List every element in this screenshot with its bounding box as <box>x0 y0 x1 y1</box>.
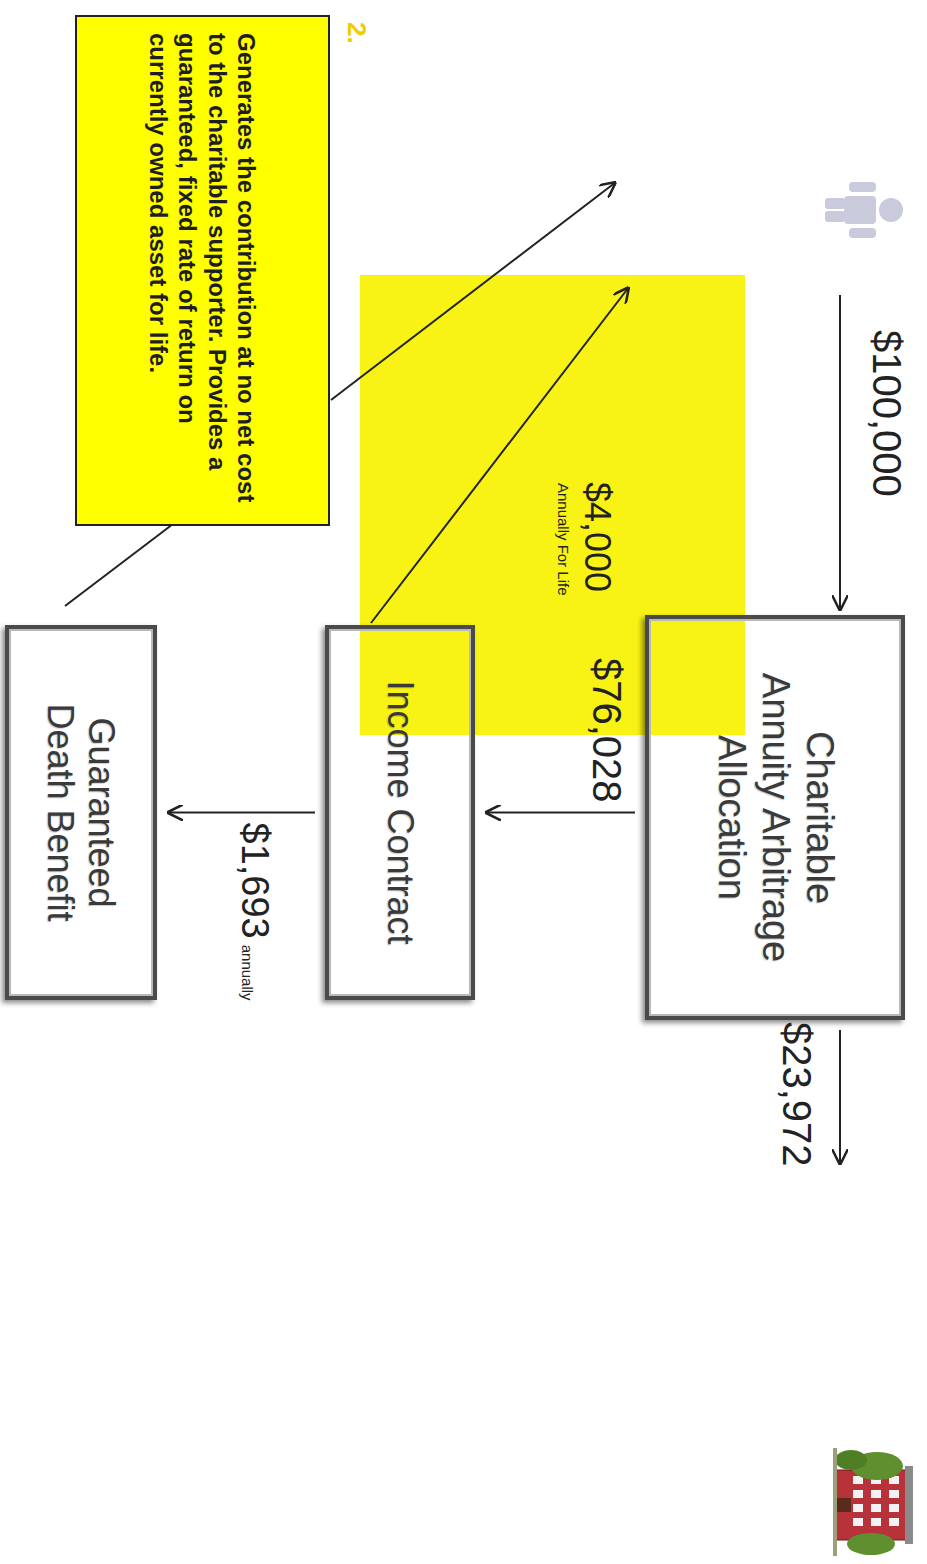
process-box: Income Contract <box>325 625 475 1000</box>
building-roof <box>905 1466 913 1544</box>
tree <box>835 1450 867 1470</box>
callout-box: Generates the contribution at no net cos… <box>75 15 330 526</box>
process-box: Charitable Annuity Arbitrage Allocation <box>645 615 905 1020</box>
flow-connector <box>485 812 635 814</box>
person-arm <box>849 228 876 238</box>
building-windows <box>853 1476 899 1526</box>
person-leg <box>825 211 845 222</box>
callout-number: 2. <box>342 22 371 44</box>
amount-label: $1,693 <box>233 823 275 939</box>
building-wall <box>835 1470 907 1540</box>
window <box>853 1490 863 1498</box>
amount-label: $23,972 <box>775 1022 819 1167</box>
building-icon <box>833 1448 913 1556</box>
ground <box>833 1448 837 1556</box>
note-label: annually <box>238 945 255 1001</box>
person-head <box>879 198 903 222</box>
amount-label: $76,028 <box>585 658 629 803</box>
income-arrow <box>371 287 629 623</box>
callout-text: Generates the contribution at no net cos… <box>144 33 261 508</box>
person-arm <box>849 182 876 192</box>
window <box>853 1504 863 1512</box>
note-label: Annually For Life <box>555 483 572 596</box>
process-box: Guaranteed Death Benefit <box>5 625 157 1000</box>
box-label: Guaranteed Death Benefit <box>40 687 123 939</box>
box-label: Charitable Annuity Arbitrage Allocation <box>709 667 840 967</box>
person-body <box>844 196 876 224</box>
amount-label: $100,000 <box>865 330 909 497</box>
tree <box>847 1533 895 1555</box>
box-label: Income Contract <box>379 680 420 944</box>
person-icon <box>825 182 903 238</box>
highlight-band <box>360 275 745 735</box>
amount-label: $4,000 <box>577 482 617 592</box>
flow-arrow <box>839 1030 841 1165</box>
window <box>871 1490 881 1498</box>
flow-arrow <box>839 295 841 611</box>
window <box>889 1504 899 1512</box>
window <box>889 1518 899 1526</box>
building-door <box>835 1498 851 1512</box>
benefit-line <box>65 524 173 606</box>
window <box>853 1518 863 1526</box>
benefit-arrow <box>331 182 616 400</box>
window <box>871 1504 881 1512</box>
window <box>871 1518 881 1526</box>
person-leg <box>825 198 845 209</box>
window <box>889 1490 899 1498</box>
flow-connector <box>167 812 315 814</box>
